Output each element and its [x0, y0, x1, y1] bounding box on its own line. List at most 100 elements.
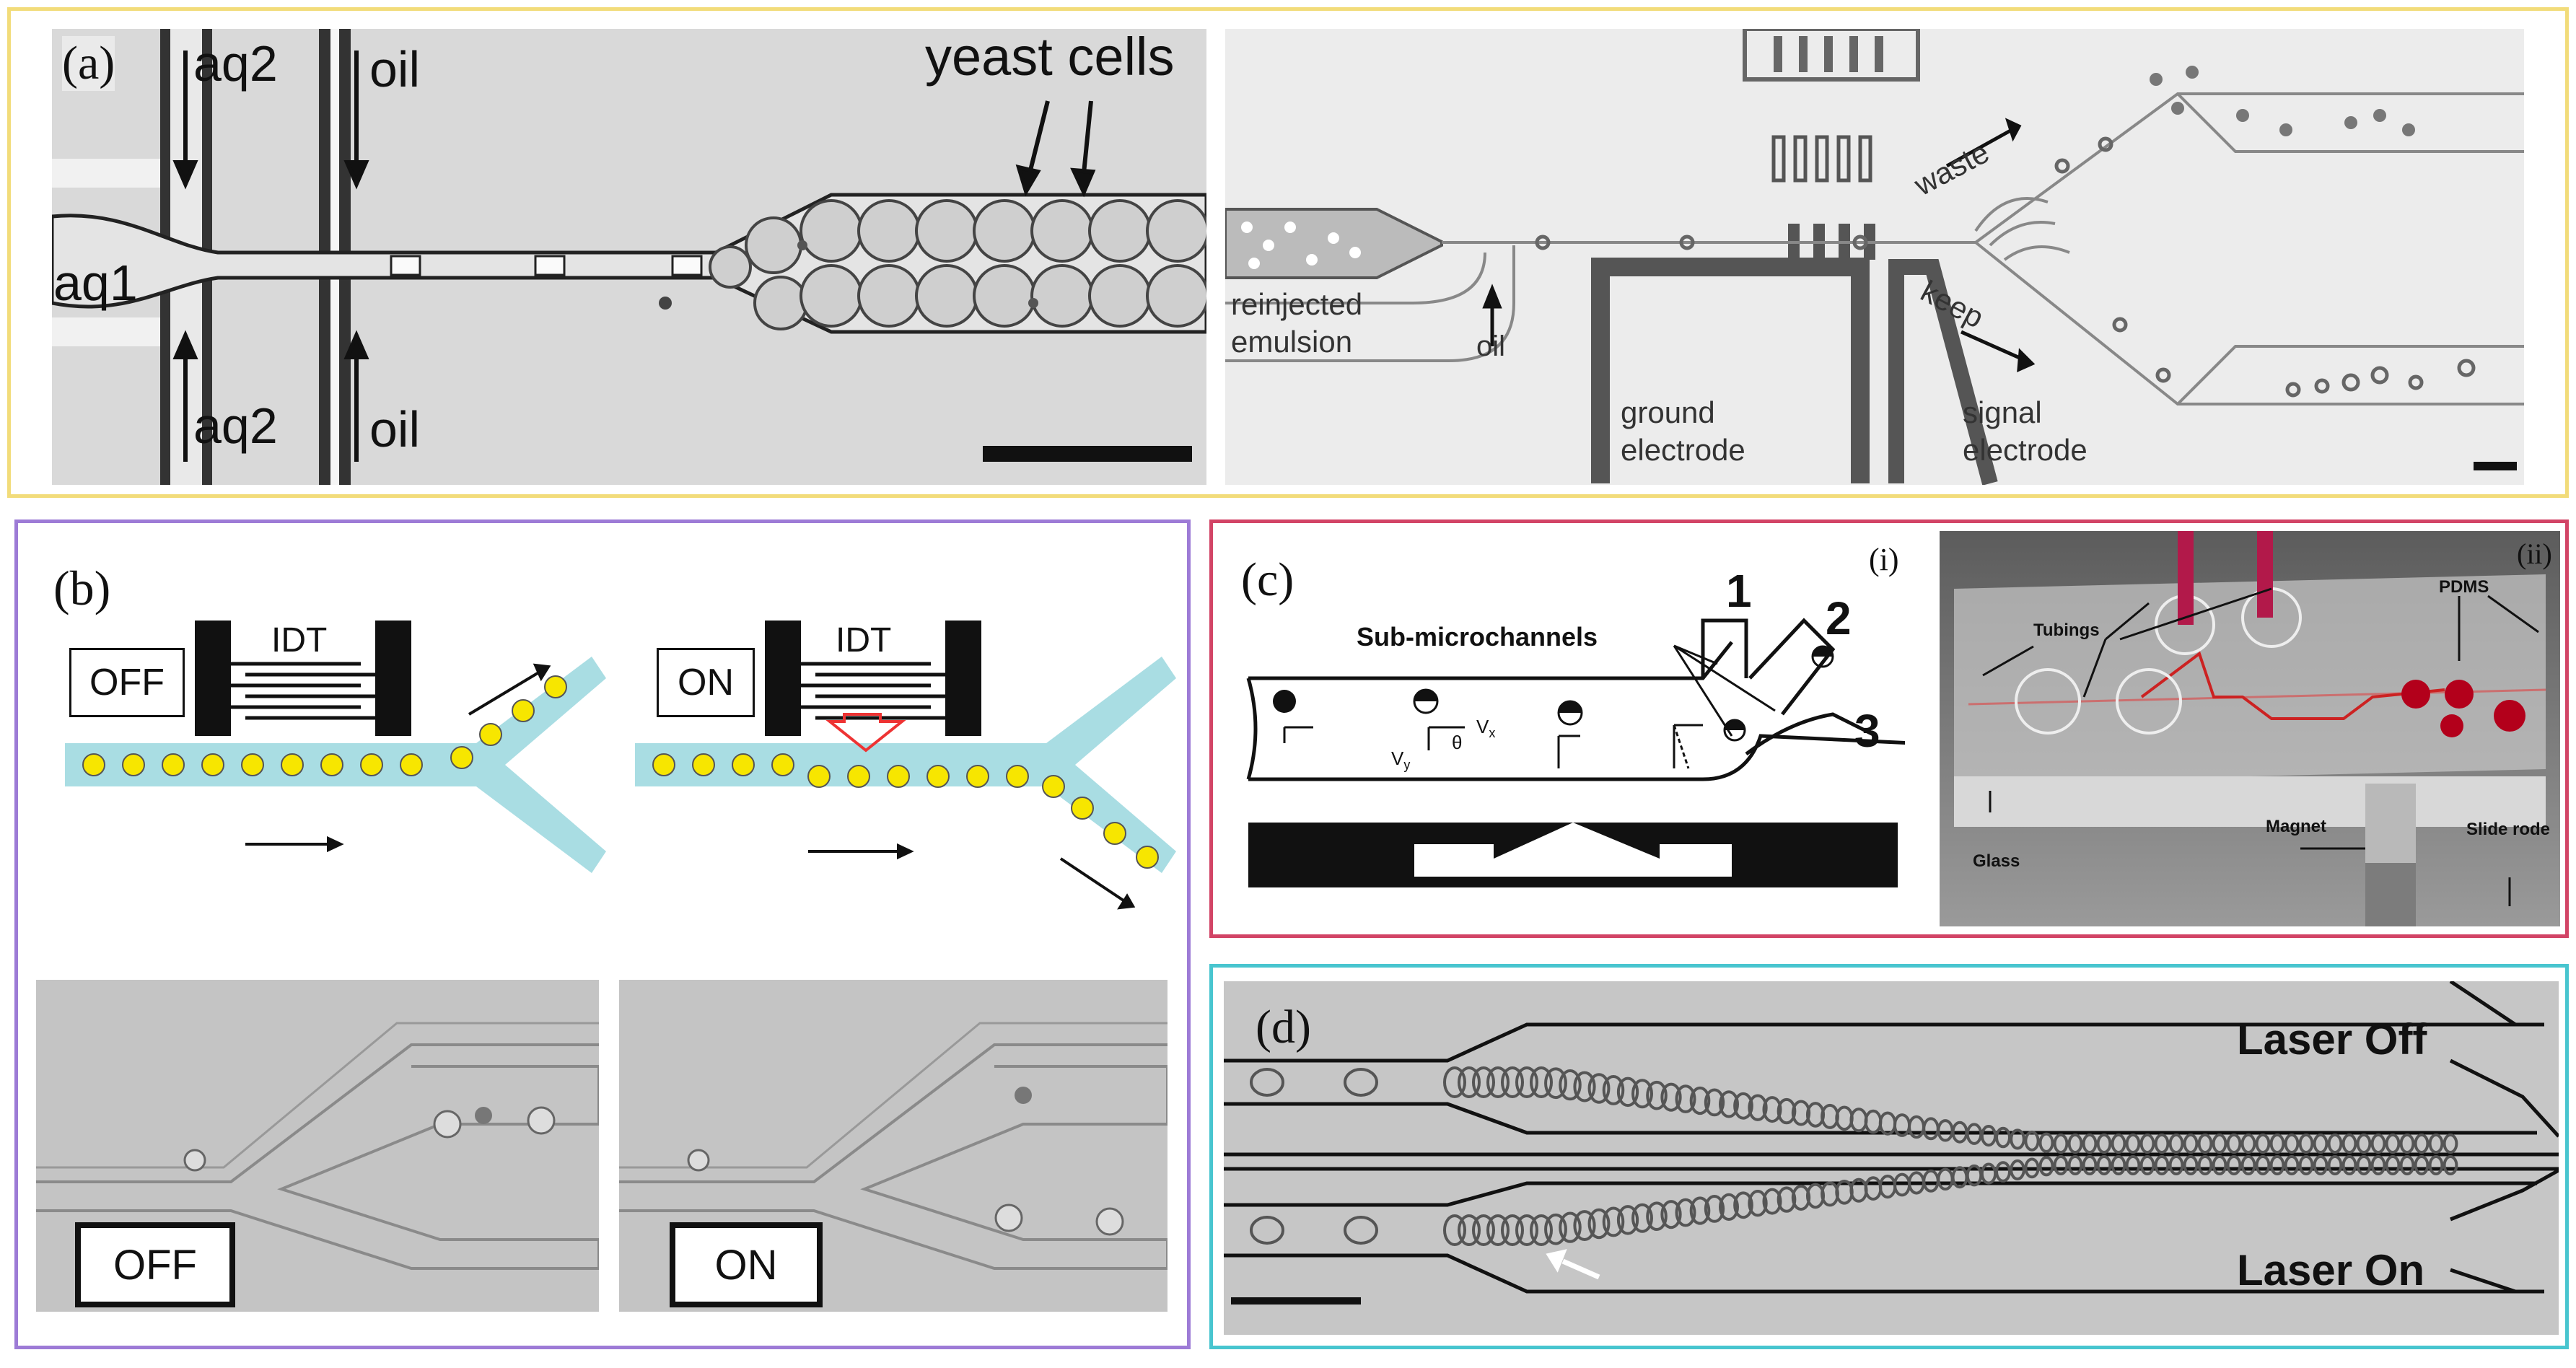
panel-c-frame	[1209, 519, 2569, 938]
laser-on-droplet	[1980, 1162, 1997, 1185]
laser-on-droplet	[2212, 1155, 2227, 1175]
laser-off-droplet	[1250, 1068, 1284, 1097]
laser-off-droplet	[1748, 1094, 1768, 1121]
laser-on-droplet	[1544, 1213, 1567, 1245]
outlet-1-label: 1	[1726, 565, 1752, 617]
laser-off-droplet	[2341, 1134, 2357, 1154]
laser-off-droplet	[1719, 1090, 1739, 1118]
laser-on-droplet	[1719, 1193, 1739, 1222]
laser-off-droplet	[2111, 1134, 2126, 1154]
idt-on-label: IDT	[836, 621, 892, 659]
laser-off-droplet	[2168, 1134, 2184, 1154]
laser-off-droplet	[1544, 1067, 1567, 1100]
aq2-top-label: aq2	[193, 35, 278, 92]
oil-top-label: oil	[369, 41, 421, 97]
laser-on-droplet	[2284, 1155, 2300, 1175]
laser-on-droplet	[2038, 1156, 2054, 1177]
laser-on-droplet	[1733, 1191, 1753, 1219]
laser-on-droplet	[1748, 1190, 1768, 1217]
laser-on-droplet	[1704, 1195, 1725, 1223]
laser-off-droplet	[2226, 1134, 2242, 1154]
laser-off-droplet	[2399, 1134, 2415, 1154]
laser-off-droplet	[2428, 1134, 2444, 1154]
laser-on-droplet	[1689, 1196, 1711, 1225]
laser-on-droplet	[1602, 1206, 1625, 1237]
off-sorting-schematic	[65, 621, 606, 873]
laser-off-droplet	[2183, 1134, 2199, 1154]
sub-microchannel-schematic	[1246, 618, 1905, 887]
laser-off-droplet	[2024, 1131, 2040, 1152]
laser-on-droplet	[2053, 1155, 2069, 1175]
laser-off-droplet	[1573, 1071, 1596, 1102]
reinjected-label-1: reinjected	[1231, 287, 1363, 321]
laser-off-droplet	[1501, 1066, 1524, 1098]
off-micrograph	[36, 980, 599, 1312]
laser-off-droplet	[1980, 1125, 1997, 1147]
laser-off-droplet	[1777, 1097, 1797, 1125]
laser-off-droplet	[1458, 1066, 1481, 1098]
oil-bottom-label: oil	[369, 401, 421, 457]
laser-off-droplet	[1587, 1073, 1611, 1104]
slide-rode-label: Slide rode	[2466, 820, 2551, 839]
laser-on-droplet	[2356, 1155, 2372, 1175]
laser-off-droplet	[1704, 1088, 1725, 1117]
laser-off-droplet	[1660, 1082, 1682, 1112]
laser-on-droplet	[1762, 1188, 1782, 1215]
panel-d-label: (d)	[1256, 1001, 1311, 1053]
laser-on-droplet	[1501, 1214, 1524, 1246]
vx-label: Vx	[1476, 716, 1495, 741]
panel-b-label: (b)	[53, 561, 111, 615]
laser-off-droplet	[1602, 1074, 1625, 1105]
panel-a-right-micrograph	[1225, 29, 2524, 485]
laser-off-droplet	[2255, 1134, 2271, 1154]
laser-off-droplet	[2327, 1134, 2343, 1154]
laser-on-droplet	[1791, 1185, 1811, 1211]
vx-subscript: x	[1489, 726, 1496, 741]
panel-a-frame	[7, 7, 2569, 498]
aq1-label: aq1	[53, 255, 138, 311]
on-photo-label: ON	[670, 1222, 823, 1307]
vy-symbol: V	[1391, 747, 1404, 769]
laser-on-droplet	[2111, 1155, 2126, 1175]
laser-on-droplet	[1631, 1203, 1653, 1233]
laser-off-droplet	[2154, 1134, 2170, 1154]
laser-on-droplet	[1995, 1161, 2011, 1183]
panel-d-frame	[1209, 964, 2569, 1349]
laser-on-label: Laser On	[2237, 1246, 2425, 1294]
laser-on-droplet	[2067, 1155, 2083, 1175]
laser-off-droplet	[2284, 1134, 2300, 1154]
ground-electrode-label-1: ground	[1621, 395, 1715, 429]
laser-on-droplet	[2096, 1155, 2112, 1175]
laser-off-droplet	[1995, 1126, 2011, 1149]
laser-off-droplet	[1689, 1086, 1711, 1115]
laser-off-droplet	[2096, 1134, 2112, 1154]
laser-off-droplet	[2197, 1134, 2213, 1154]
on-sorting-schematic	[635, 621, 1176, 910]
panel-c-sub-ii: (ii)	[2517, 538, 2552, 570]
laser-off-droplet	[1344, 1068, 1378, 1097]
laser-off-droplet	[1515, 1066, 1538, 1098]
laser-off-droplet	[2082, 1134, 2098, 1154]
laser-off-droplet	[2212, 1134, 2227, 1154]
laser-on-droplet	[1587, 1208, 1611, 1240]
laser-off-droplet	[1675, 1084, 1696, 1113]
laser-on-droplet	[2168, 1155, 2184, 1175]
laser-off-droplet	[1443, 1066, 1466, 1098]
vy-subscript: y	[1403, 758, 1411, 773]
panel-c-sub-i: (i)	[1869, 542, 1899, 577]
laser-off-droplet	[2038, 1132, 2054, 1153]
panel-a-left-micrograph	[52, 29, 1206, 485]
oil-inlet-label: oil	[1476, 330, 1506, 362]
off-state-box: OFF	[69, 648, 185, 717]
laser-on-droplet	[1559, 1211, 1582, 1243]
laser-on-droplet	[1675, 1198, 1696, 1227]
laser-on-droplet	[1344, 1216, 1378, 1245]
yeast-cells-label: yeast cells	[925, 27, 1175, 87]
laser-off-droplet	[2443, 1134, 2458, 1154]
laser-on-droplet	[2414, 1155, 2430, 1175]
laser-off-droplet	[2313, 1134, 2329, 1154]
aq2-bottom-label: aq2	[193, 398, 278, 454]
laser-off-droplet	[2269, 1134, 2285, 1154]
laser-on-droplet	[1646, 1201, 1668, 1232]
laser-on-droplet	[1458, 1214, 1481, 1246]
